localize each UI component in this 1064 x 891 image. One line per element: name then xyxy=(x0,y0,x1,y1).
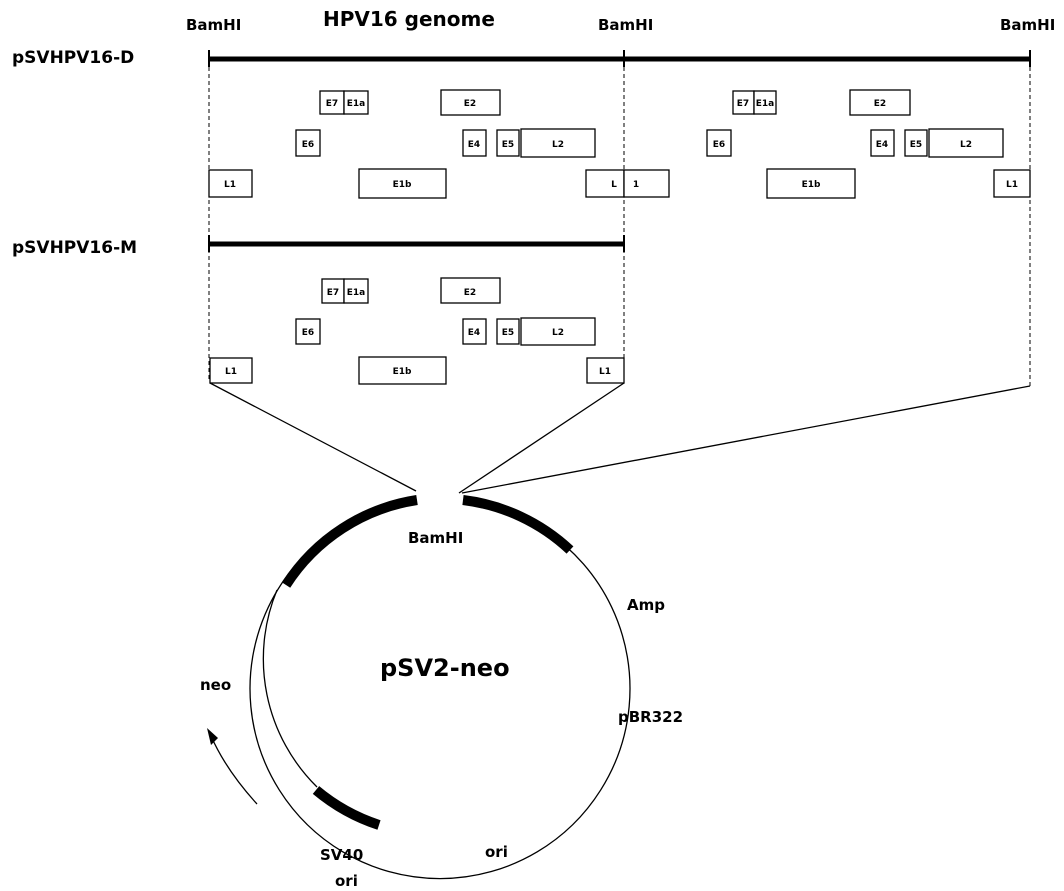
pbr322-label: pBR322 xyxy=(618,708,683,726)
genome-title: HPV16 genome xyxy=(323,7,495,31)
neo-inner-strand xyxy=(262,589,318,788)
svg-text:L1: L1 xyxy=(225,367,237,377)
bamhi-segment-right xyxy=(462,495,574,554)
amp-label: Amp xyxy=(627,596,665,614)
svg-text:E7: E7 xyxy=(327,288,339,298)
gene-box-e1a: E1a xyxy=(343,278,369,304)
svg-text:L1: L1 xyxy=(599,367,611,377)
svg-text:L2: L2 xyxy=(960,140,972,150)
genome-map-d-copy1: E7 E1a E2 E6 E4 E5 L2 L1 E1b L xyxy=(208,89,625,199)
svg-text:E1b: E1b xyxy=(393,367,412,377)
svg-text:E1b: E1b xyxy=(802,180,821,190)
svg-text:E5: E5 xyxy=(502,328,514,338)
plasmid-backbone-circle xyxy=(249,499,631,880)
ori-label: ori xyxy=(485,843,508,861)
genome-map-d-copy2: E7 E1a E2 E6 E4 E5 L2 1 E1b L1 xyxy=(623,89,1031,199)
plasmid-name: pSV2-neo xyxy=(380,654,510,682)
construct-name-d: pSVHPV16-D xyxy=(12,48,134,68)
gene-box-l2: L2 xyxy=(520,128,596,158)
sv40-ori-segment xyxy=(312,786,381,830)
plasmid-bamhi-label: BamHI xyxy=(408,529,463,547)
gene-box-e7: E7 xyxy=(319,90,345,115)
gene-box-e5: E5 xyxy=(904,129,928,157)
gene-box-e1a: E1a xyxy=(343,90,369,115)
gene-box-e1b: E1b xyxy=(358,168,447,199)
svg-text:E7: E7 xyxy=(326,99,338,109)
svg-text:E1a: E1a xyxy=(347,99,365,109)
svg-text:E5: E5 xyxy=(910,140,922,150)
gene-box-l1: L1 xyxy=(586,357,625,384)
sv40-label: SV40 xyxy=(320,846,363,864)
bamhi-label-middle: BamHI xyxy=(598,16,653,34)
construct-name-m: pSVHPV16-M xyxy=(12,238,137,258)
gene-box-l2: L2 xyxy=(520,317,596,346)
svg-text:E2: E2 xyxy=(874,99,886,109)
gene-box-e4: E4 xyxy=(870,129,895,157)
gene-box-e4: E4 xyxy=(462,318,487,345)
svg-text:E1a: E1a xyxy=(756,99,774,109)
svg-text:L1: L1 xyxy=(224,180,236,190)
svg-text:E6: E6 xyxy=(302,328,314,338)
svg-text:E7: E7 xyxy=(737,99,749,109)
gene-box-e5: E5 xyxy=(496,129,520,157)
svg-text:E2: E2 xyxy=(464,99,476,109)
svg-text:E4: E4 xyxy=(876,140,888,150)
gene-box-e6: E6 xyxy=(706,129,732,157)
gene-box-l1: L1 xyxy=(209,357,253,384)
svg-text:E1b: E1b xyxy=(393,180,412,190)
genome-bar-m xyxy=(208,235,625,252)
gene-box-l1-split-left: L xyxy=(585,169,625,198)
svg-text:E5: E5 xyxy=(502,140,514,150)
bamhi-segment-left xyxy=(281,495,418,588)
svg-text:L2: L2 xyxy=(552,328,564,338)
gene-box-e7: E7 xyxy=(732,90,755,115)
gene-box-e1a: E1a xyxy=(753,90,777,115)
gene-box-e2: E2 xyxy=(849,89,911,116)
genome-map-m: E7 E1a E2 E6 E4 E5 L2 L1 E1b L1 xyxy=(209,277,625,385)
boundary-dashes xyxy=(208,60,1031,386)
neo-label: neo xyxy=(200,676,231,694)
bamhi-label-left: BamHI xyxy=(186,16,241,34)
plasmid-map xyxy=(207,495,631,880)
svg-text:E1a: E1a xyxy=(347,288,365,298)
insertion-lines xyxy=(209,382,1031,494)
neo-direction-arrow xyxy=(210,735,258,805)
gene-box-e6: E6 xyxy=(295,318,321,345)
svg-text:1: 1 xyxy=(633,180,639,190)
bamhi-label-right: BamHI xyxy=(1000,16,1055,34)
neo-arrow-head xyxy=(207,728,218,745)
gene-box-e5: E5 xyxy=(496,318,520,345)
gene-box-e7: E7 xyxy=(321,278,345,304)
svg-text:E4: E4 xyxy=(468,328,480,338)
gene-box-e4: E4 xyxy=(462,129,487,157)
gene-box-e2: E2 xyxy=(440,277,501,304)
svg-text:L1: L1 xyxy=(1006,180,1018,190)
sv40-ori-label: ori xyxy=(335,872,358,890)
svg-text:L2: L2 xyxy=(552,140,564,150)
gene-box-l1: L1 xyxy=(993,169,1031,198)
svg-text:L: L xyxy=(611,180,617,190)
gene-box-l2: L2 xyxy=(928,128,1004,158)
svg-text:E6: E6 xyxy=(302,140,314,150)
gene-box-e1b: E1b xyxy=(358,356,447,385)
svg-text:E4: E4 xyxy=(468,140,480,150)
gene-box-e2: E2 xyxy=(440,89,501,116)
gene-box-l1-split-right: 1 xyxy=(623,169,670,198)
gene-box-e6: E6 xyxy=(295,129,321,157)
genome-bar-d xyxy=(208,50,1031,67)
svg-text:E6: E6 xyxy=(713,140,725,150)
svg-text:E2: E2 xyxy=(464,288,476,298)
gene-box-e1b: E1b xyxy=(766,168,856,199)
gene-box-l1: L1 xyxy=(208,169,253,198)
